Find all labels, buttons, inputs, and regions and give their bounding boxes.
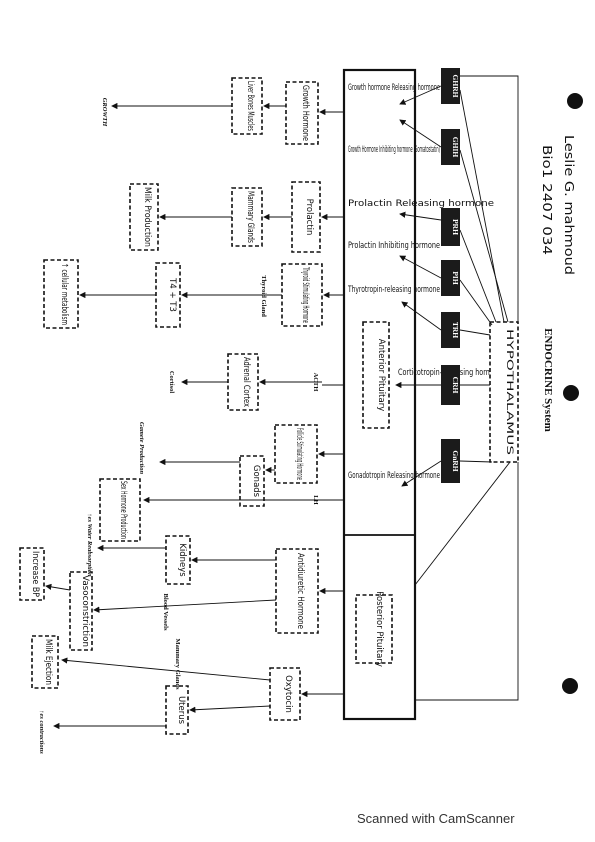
hypothalamus-box [489,321,519,463]
bar-label-gnrh: GnRH [451,450,460,471]
sex-hormone-label: Sex Hormone Production [118,481,128,539]
bar-label-crh: CRH [451,377,460,394]
milk-production-label: Milk Production [142,187,152,247]
prolactin-label: Prolactin [304,199,314,236]
contractions-label: ↑es contractions [38,710,45,754]
kidneys-box [165,535,191,585]
effect-connectors [45,102,240,730]
growth-hormone-label: Growth Hormone [300,85,310,141]
bar-label-trh: TRH [451,322,460,338]
fsh-box [274,424,318,484]
mammary-glands-printed-label: Mammary Glands [174,638,181,690]
target-connectors [61,102,322,713]
hormone-name-ghrh: Growth hormone Releasing hormone [348,83,440,93]
hormone-name-pih: Prolactin Inhibiting hormone [348,241,440,251]
anterior-pituitary-box [362,321,390,429]
posterior-pituitary-box [355,594,393,664]
hormone-bar-trh: TRH [441,312,460,348]
gonads-label: Gonads [251,465,261,498]
bar-label-pih: PIH [451,271,460,285]
bar-label-prh: PRH [451,219,460,235]
hormone-bar-ghrh: GHRH [441,68,460,104]
vasoconstriction-box [69,571,93,651]
pituitary-column [342,68,417,721]
acth-label: ACTH [312,373,319,392]
water-reabsorption-label: ↑es Water Reabsorption [86,513,93,577]
anterior-pituitary-label: Anterior Pituitary [376,339,386,411]
hormone-name-prh: Prolactin Releasing hormone [348,199,494,209]
tsh-label: Thyroid Stimulating Hormone [300,267,310,323]
adh-label: Antidiuretic Hormone [295,553,305,629]
hormone-bar-gnrh: GnRH [441,439,460,483]
pituitary-out-connectors [301,108,344,698]
author-name: Leslie G. mahmoud [562,135,576,275]
adrenal-cortex-box [227,353,259,411]
binder-hole-top [567,93,583,109]
cellular-metabolism-box [43,259,79,329]
gonads-box [239,455,265,507]
blood-vessels-label: Blood Vessels [162,593,169,630]
growth-hormone-box [285,81,319,145]
bar-to-hormone-connectors [395,85,442,487]
binder-hole-middle [563,385,579,401]
hormone-name-ghih: Growth Hormone Inhibiting hormone (Somat… [348,145,440,155]
oxytocin-label: Oxytocin [283,675,293,713]
hormone-name-trh: Thyrotropin-releasing hormone [347,285,440,295]
gamete-production-label: Gamete Production [138,422,145,475]
sex-hormone-box [99,478,141,542]
adrenal-cortex-label: Adrenal Cortex [241,357,251,407]
tsh-box [281,263,323,327]
fsh-label: Follicle Stimulating Hormone [294,428,304,480]
scanner-footer: Scanned with CamScanner [357,811,515,826]
vasoconstriction-label: Vasoconstriction [80,575,90,647]
posterior-pituitary-label: Posterior Pituitary [374,591,384,667]
hormone-bar-crh: CRH [441,365,460,405]
uterus-box [165,685,189,735]
milk-ejection-label: Milk Ejection [43,639,53,685]
mammary-glands-label: Mammary Glands [245,191,255,243]
growth-effect-label: GROWTH [101,98,108,127]
student-id: Bio1 2407 034 [540,145,554,255]
liver-bones-muscles-label: Liver Bones Muscles [245,81,255,131]
lh-label: LH [312,495,319,504]
binder-hole-bottom [562,678,578,694]
hormone-name-gnrh: Gonadotropin Releasing hormone [348,471,440,481]
increase-bp-label: Increase BP [30,551,40,597]
milk-ejection-box [31,635,59,689]
hypothalamus-connectors [414,75,519,701]
hormone-bar-pih: PIH [441,260,460,296]
uterus-label: Uterus [176,696,186,725]
bar-label-ghih: GHIH [451,137,460,158]
t3-t4-label: T4 + T3 [167,277,177,312]
thyroid-gland-label: Thyroid Gland [260,275,267,317]
hormone-bar-ghih: GHIH [441,129,460,165]
cellular-metabolism-label: ↑ cellular metabolism [59,263,69,325]
prolactin-box [291,181,321,253]
liver-bones-muscles-box [231,77,263,135]
cortisol-label: Cortisol [168,371,175,394]
kidneys-label: Kidneys [177,543,187,577]
system-title: ENDOCRINE System [542,328,554,432]
adh-box [275,548,319,634]
hypothalamus-label: HYPOTHALAMUS [504,329,514,455]
oxytocin-box [269,667,301,721]
hormone-bar-prh: PRH [441,208,460,246]
milk-production-box [129,183,159,251]
increase-bp-box [19,547,45,601]
bar-label-ghrh: GHRH [451,75,460,98]
